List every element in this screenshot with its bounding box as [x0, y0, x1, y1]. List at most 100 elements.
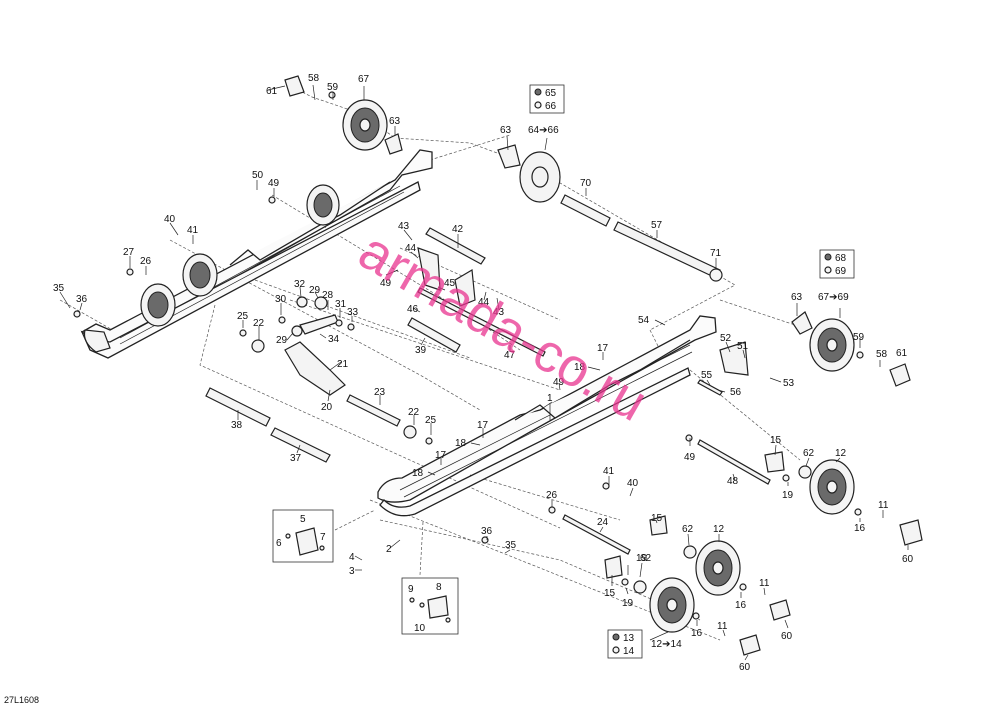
callout-49: 49 [553, 377, 565, 388]
callout-17: 17 [597, 343, 609, 354]
callout-44: 44 [478, 297, 490, 308]
callout-60: 60 [781, 631, 793, 642]
callout-32: 32 [294, 279, 306, 290]
rail-lower [377, 315, 717, 517]
callout-56: 56 [730, 387, 742, 398]
inset-box-68-69: 68 69 [819, 249, 855, 279]
leader-lines [59, 84, 909, 661]
callout-62: 62 [682, 524, 694, 535]
callout-29: 29 [309, 285, 321, 296]
callout-12: 12 [835, 448, 847, 459]
wheels [140, 99, 855, 633]
callout-41: 41 [187, 225, 199, 236]
callout-63: 63 [791, 292, 803, 303]
callout-58: 58 [876, 349, 888, 360]
inset-box-13-14: 13 14 [607, 629, 643, 659]
callout-62-lower: 62 [640, 553, 652, 564]
callout-40: 40 [627, 478, 639, 489]
callout-49: 49 [268, 178, 280, 189]
inset-box-5-7: 5 6 7 [272, 509, 334, 563]
callout-58: 58 [308, 73, 320, 84]
box-label-9: 9 [408, 584, 414, 595]
callout-43: 43 [398, 221, 410, 232]
callout-23: 23 [374, 387, 386, 398]
callout-38: 38 [231, 420, 243, 431]
inset-box-65-66: 65 66 [529, 84, 565, 114]
callout-17: 17 [435, 450, 447, 461]
callout-52: 52 [720, 333, 732, 344]
callout-15: 15 [770, 435, 782, 446]
callout-19: 19 [622, 598, 634, 609]
callout-34: 34 [328, 334, 340, 345]
callout-54: 54 [638, 315, 650, 326]
callout-16: 16 [735, 600, 747, 611]
callout-67-69: 67➔69 [818, 292, 849, 303]
callout-61: 61 [896, 348, 908, 359]
callout-46: 46 [407, 304, 419, 315]
watermark: armada-co.ru [349, 220, 657, 433]
callout-63: 63 [389, 116, 401, 127]
box-label-68: 68 [835, 253, 847, 264]
callout-26: 26 [546, 490, 558, 501]
callout-29: 29 [276, 335, 288, 346]
callout-48: 48 [727, 476, 739, 487]
callout-19: 19 [636, 553, 648, 564]
callout-22: 22 [408, 407, 420, 418]
callout-57: 57 [651, 220, 663, 231]
callout-50: 50 [252, 170, 264, 181]
callout-31: 31 [335, 299, 347, 310]
callout-4: 4 [349, 552, 355, 563]
inset-box-8-10: 8 9 10 [401, 577, 459, 635]
callout-22: 22 [253, 318, 265, 329]
callout-25: 25 [237, 311, 249, 322]
callout-49: 49 [380, 278, 392, 289]
box-label-7: 7 [320, 532, 326, 543]
callout-51: 51 [737, 341, 749, 352]
callout-37: 37 [290, 453, 302, 464]
callout-63: 63 [500, 125, 512, 136]
callout-61: 61 [266, 86, 278, 97]
callout-19: 19 [782, 490, 794, 501]
callout-36: 36 [481, 526, 493, 537]
callout-60: 60 [739, 662, 751, 673]
callout-35: 35 [53, 283, 65, 294]
box-label-5: 5 [300, 514, 306, 525]
callout-40: 40 [164, 214, 176, 225]
callout-11: 11 [878, 500, 889, 511]
box-label-10: 10 [414, 623, 426, 634]
callout-67: 67 [358, 74, 370, 85]
box-label-66: 66 [545, 101, 557, 112]
box-label-8: 8 [436, 582, 442, 593]
drawing-code: 27L1608 [4, 695, 39, 705]
box-label-13: 13 [623, 633, 635, 644]
callout-3: 3 [349, 566, 355, 577]
callout-12-14: 12➔14 [651, 639, 682, 650]
callout-labels: 61 58 59 67 63 63 64➔66 70 57 71 67➔69 6… [53, 73, 914, 673]
callout-59: 59 [327, 82, 339, 93]
callout-18: 18 [574, 362, 586, 373]
callout-49: 49 [684, 452, 696, 463]
callout-39: 39 [415, 345, 427, 356]
callout-41: 41 [603, 466, 615, 477]
callout-20: 20 [321, 402, 333, 413]
callout-55: 55 [701, 370, 713, 381]
callout-71: 71 [710, 248, 722, 259]
fasteners [73, 91, 864, 620]
callout-24: 24 [597, 517, 609, 528]
callout-17: 17 [477, 420, 489, 431]
callout-64-66: 64➔66 [528, 125, 559, 136]
callout-11: 11 [759, 578, 770, 589]
box-label-14: 14 [623, 646, 635, 657]
callout-18: 18 [412, 468, 424, 479]
shafts [205, 194, 771, 555]
callout-30: 30 [275, 294, 287, 305]
box-label-6: 6 [276, 538, 282, 549]
callout-21: 21 [337, 359, 349, 370]
callout-1: 1 [547, 393, 553, 404]
callout-18: 18 [455, 438, 467, 449]
callout-11: 11 [717, 621, 728, 632]
callout-12: 12 [713, 524, 725, 535]
callout-44: 44 [405, 243, 417, 254]
callout-2: 2 [386, 544, 392, 555]
